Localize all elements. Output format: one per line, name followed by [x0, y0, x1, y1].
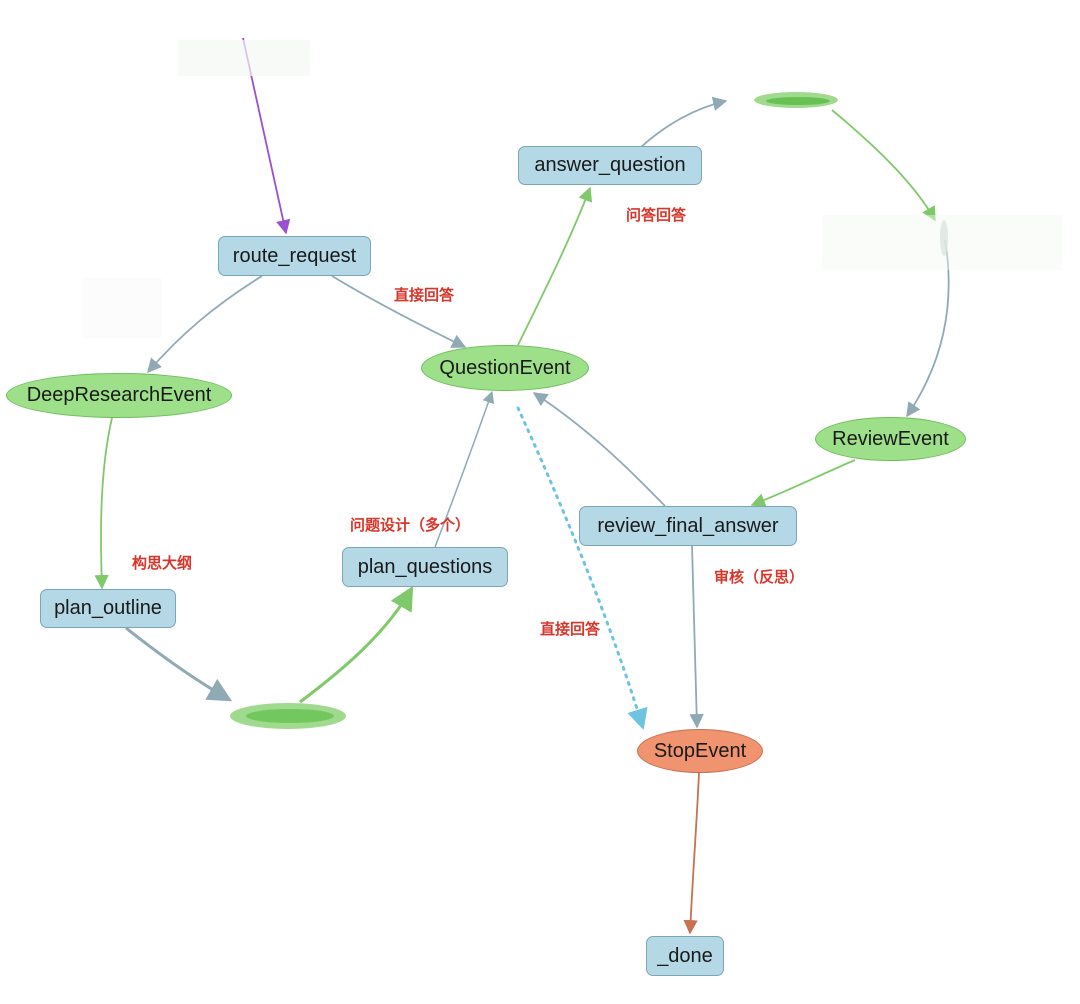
edge-label-review-reflect: 审核（反思）: [714, 568, 805, 586]
edge-deep-research-to-plan-outline: [94, 417, 113, 590]
edge-question-event-to-stop-event-dotted: [516, 406, 648, 731]
edge-question-event-to-answer-question: [517, 186, 593, 346]
node-question-event[interactable]: QuestionEvent: [421, 345, 589, 391]
edge-label-direct-answer-top: 直接回答: [394, 286, 455, 304]
node-stop-event[interactable]: StopEvent: [637, 729, 763, 773]
node-plan-questions[interactable]: plan_questions: [342, 547, 508, 587]
edge-label-direct-answer-bottom: 直接回答: [540, 620, 601, 638]
node-plan-outline[interactable]: plan_outline: [40, 589, 176, 628]
edge-plan-questions-to-question-event: [434, 390, 495, 548]
node-route-request[interactable]: route_request: [218, 236, 371, 276]
faded-area-left: [82, 278, 162, 338]
bottom-step-blob-inner: [246, 709, 334, 723]
edge-right-junction-to-review-event: [906, 239, 950, 418]
faded-area-top-left: [178, 40, 310, 76]
edge-stop-event-to-done: [683, 771, 700, 935]
edge-plan-outline-to-step: [125, 626, 233, 702]
edge-review-event-to-review-final-answer: [750, 459, 856, 507]
node-deep-research-event[interactable]: DeepResearchEvent: [6, 373, 232, 418]
edge-answer-question-to-step: [639, 96, 728, 149]
edge-route-to-question-event: [331, 275, 467, 348]
edge-step-to-plan-questions: [299, 585, 414, 704]
node-review-event[interactable]: ReviewEvent: [815, 417, 966, 461]
top-step-blob-inner: [766, 97, 830, 105]
faded-area-right: [822, 215, 1062, 270]
edge-route-to-deep-research: [147, 275, 263, 374]
edge-review-final-answer-to-stop-event: [689, 544, 704, 729]
node-done[interactable]: _done: [646, 936, 724, 976]
edge-label-question-design: 问题设计（多个）: [350, 516, 471, 534]
edge-label-qa-answer: 问答回答: [626, 206, 687, 224]
edge-review-final-answer-to-question-event: [532, 392, 666, 507]
node-answer-question[interactable]: answer_question: [518, 146, 702, 185]
edge-step-to-right-junction: [831, 109, 936, 222]
edge-label-outline-idea: 构思大纲: [132, 554, 193, 572]
node-review-final-answer[interactable]: review_final_answer: [579, 506, 797, 546]
right-junction-blob: [940, 220, 948, 256]
